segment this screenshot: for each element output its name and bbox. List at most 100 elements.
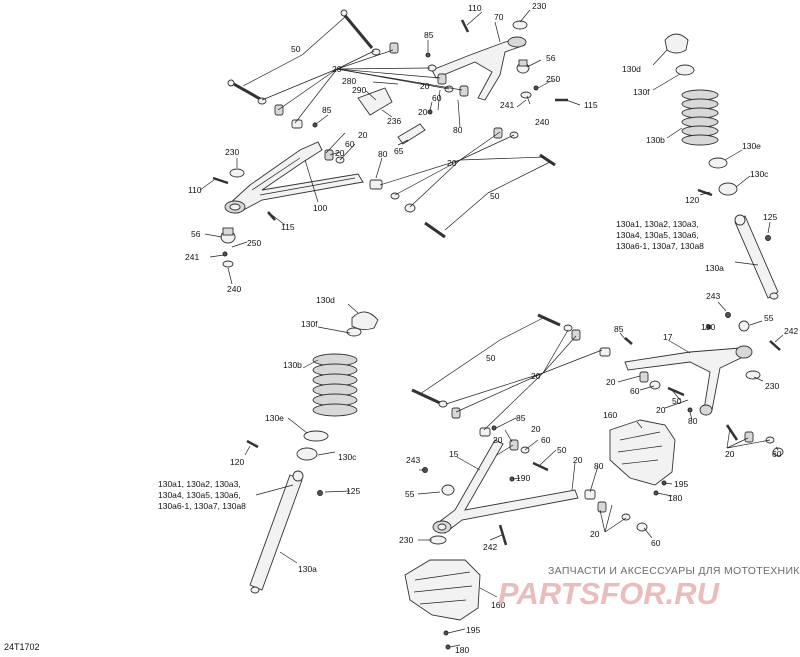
bolt-50-top	[340, 9, 374, 49]
callout-60-lower-c: 60	[651, 538, 661, 548]
callout-120-right: 120	[685, 195, 699, 205]
callout-120-left: 120	[230, 457, 244, 467]
callout-80-top: 80	[453, 125, 463, 135]
callout-130f-right: 130f	[633, 87, 650, 97]
spring-seat-130d-right	[664, 33, 689, 54]
callout-20-top: 20	[332, 64, 342, 74]
lower-a-arm-assembly	[404, 313, 784, 650]
callout-85-lower-m: 85	[516, 413, 526, 423]
bracket-280	[357, 87, 393, 116]
callout-17: 17	[663, 332, 673, 342]
callout-60-lower-b: 60	[541, 435, 551, 445]
callout-130b-right: 130b	[646, 135, 665, 145]
callout-130a-left: 130a	[298, 564, 317, 574]
callout-242-lower: 242	[483, 542, 497, 552]
callout-20-lower-a: 20	[531, 371, 541, 381]
callout-243-lower: 243	[406, 455, 420, 465]
callout-80-mid: 80	[378, 149, 388, 159]
kit-list-left-3: 130a6-1, 130a7, 130a8	[158, 501, 246, 511]
watermark-tagline: ЗАПЧАСТИ И АКСЕССУАРЫ ДЛЯ МОТОТЕХНИКИ	[548, 565, 800, 577]
callout-115-left: 115	[281, 222, 295, 232]
callout-190-r: 190	[701, 322, 715, 332]
callout-241-top: 241	[500, 100, 514, 110]
coil-spring-130b-right	[681, 89, 719, 146]
callout-100: 100	[313, 203, 327, 213]
callout-241-left: 241	[185, 252, 199, 262]
link-65	[397, 123, 426, 145]
kit-list-right-2: 130a4, 130a5, 130a6,	[616, 230, 699, 240]
spring-seat-130d-left	[351, 311, 379, 331]
callout-195-r: 195	[674, 479, 688, 489]
callout-50-top: 50	[291, 44, 301, 54]
callout-230-lower-l: 230	[399, 535, 413, 545]
shock-assembly-left	[246, 311, 379, 594]
callout-20-lower-f: 20	[573, 455, 583, 465]
callout-130f-left: 130f	[301, 319, 318, 329]
shock-absorber-130a-left	[249, 470, 304, 594]
callout-110-top: 110	[468, 3, 482, 13]
callout-20-e: 20	[447, 158, 457, 168]
shock-absorber-130a-right	[734, 214, 779, 300]
callout-20-lower-r: 20	[725, 449, 735, 459]
callout-85-lower-r: 85	[614, 324, 624, 334]
callout-20-lower-b: 20	[606, 377, 616, 387]
callout-50-lower-r: 50	[672, 396, 682, 406]
callout-50-lower: 50	[486, 353, 496, 363]
upper-a-arm	[227, 141, 364, 214]
callout-180-r: 180	[668, 493, 682, 503]
callout-130d-right: 130d	[622, 64, 641, 74]
watermark: ЗАПЧАСТИ И АКСЕССУАРЫ ДЛЯ МОТОТЕХНИКИ PA…	[498, 565, 800, 611]
kit-list-right-1: 130a1, 130a2, 130a3,	[616, 219, 699, 229]
callout-240-left: 240	[227, 284, 241, 294]
callout-230-lower-r: 230	[765, 381, 779, 391]
callout-20-lower-g: 20	[590, 529, 600, 539]
callout-60-b: 60	[345, 139, 355, 149]
callout-180-l: 180	[455, 645, 469, 655]
callout-60-lower-a: 60	[630, 386, 640, 396]
callout-236: 236	[387, 116, 401, 126]
callout-242-right: 242	[784, 326, 798, 336]
bolt-50-lower	[424, 153, 556, 239]
callout-130b-left: 130b	[283, 360, 302, 370]
callout-85-b: 85	[322, 105, 332, 115]
watermark-logo: PARTSFOR.RU	[498, 576, 721, 611]
callouts: 110 230 70 85 50 20 56 280 250 290 20 60…	[158, 1, 798, 655]
callout-56-left: 56	[191, 229, 201, 239]
callout-70: 70	[494, 12, 504, 22]
callout-230-left: 230	[225, 147, 239, 157]
callout-15: 15	[449, 449, 459, 459]
callout-290: 290	[352, 85, 366, 95]
skid-plate-160-right	[609, 419, 676, 486]
callout-130e-right: 130e	[742, 141, 761, 151]
callout-20-b: 20	[418, 107, 428, 117]
kit-list-right-3: 130a6-1, 130a7, 130a8	[616, 241, 704, 251]
callout-130d-left: 130d	[316, 295, 335, 305]
callout-80-lower-m: 80	[594, 461, 604, 471]
diagram-code: 24T1702	[4, 642, 40, 652]
callout-130a-right: 130a	[705, 263, 724, 273]
callout-160-r: 160	[603, 410, 617, 420]
callout-60-lower-r: 60	[772, 449, 782, 459]
callout-50-mid: 50	[490, 191, 500, 201]
callout-80-lower-r: 80	[688, 416, 698, 426]
callout-110-left: 110	[188, 185, 202, 195]
skid-plate-160-left	[404, 559, 481, 621]
callout-20-a: 20	[420, 81, 430, 91]
callout-65: 65	[394, 146, 404, 156]
upper-a-arm-assembly	[212, 9, 568, 268]
kit-list-left-2: 130a4, 130a5, 130a6,	[158, 490, 241, 500]
callout-240-top: 240	[535, 117, 549, 127]
callout-56-top: 56	[546, 53, 556, 63]
callout-130c-left: 130c	[338, 452, 357, 462]
callout-230-top: 230	[532, 1, 546, 11]
coil-spring-130b-left	[312, 353, 358, 417]
callout-190-lower: 190	[516, 473, 530, 483]
callout-85-top: 85	[424, 30, 434, 40]
lower-a-arm-15	[434, 439, 579, 534]
callout-130e-left: 130e	[265, 413, 284, 423]
leader-lines	[199, 9, 784, 648]
callout-55-lower: 55	[405, 489, 415, 499]
callout-115-top: 115	[584, 100, 598, 110]
callout-280: 280	[342, 76, 356, 86]
